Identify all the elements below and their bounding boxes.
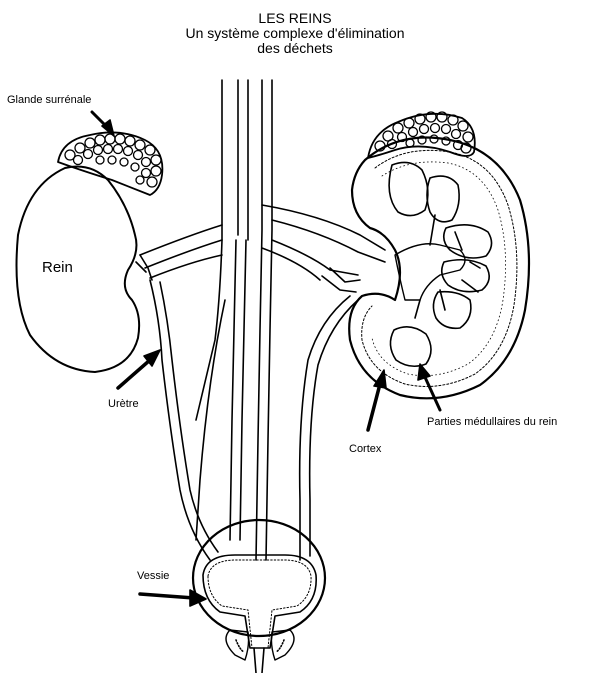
label-vessie: Vessie [137,570,169,582]
bladder [193,520,325,673]
label-glande-surrenale: Glande surrénale [7,94,91,106]
label-rein: Rein [42,259,73,276]
great-vessels [196,80,272,560]
label-parties-medullaires: Parties médullaires du rein [427,416,557,428]
left-kidney [17,167,140,373]
page-subtitle-line1: Un système complexe d'élimination [0,26,590,40]
right-kidney [349,138,529,399]
left-ureter [150,280,218,560]
page-subtitle-line2: des déchets [0,41,590,55]
left-renal-vessels [136,225,222,280]
label-cortex: Cortex [349,443,381,455]
right-renal-vessels [262,205,385,292]
page-title: LES REINS [0,11,590,25]
label-uretre: Urètre [108,398,139,410]
left-adrenal-gland [58,132,162,195]
medullary-pyramids [389,162,491,366]
